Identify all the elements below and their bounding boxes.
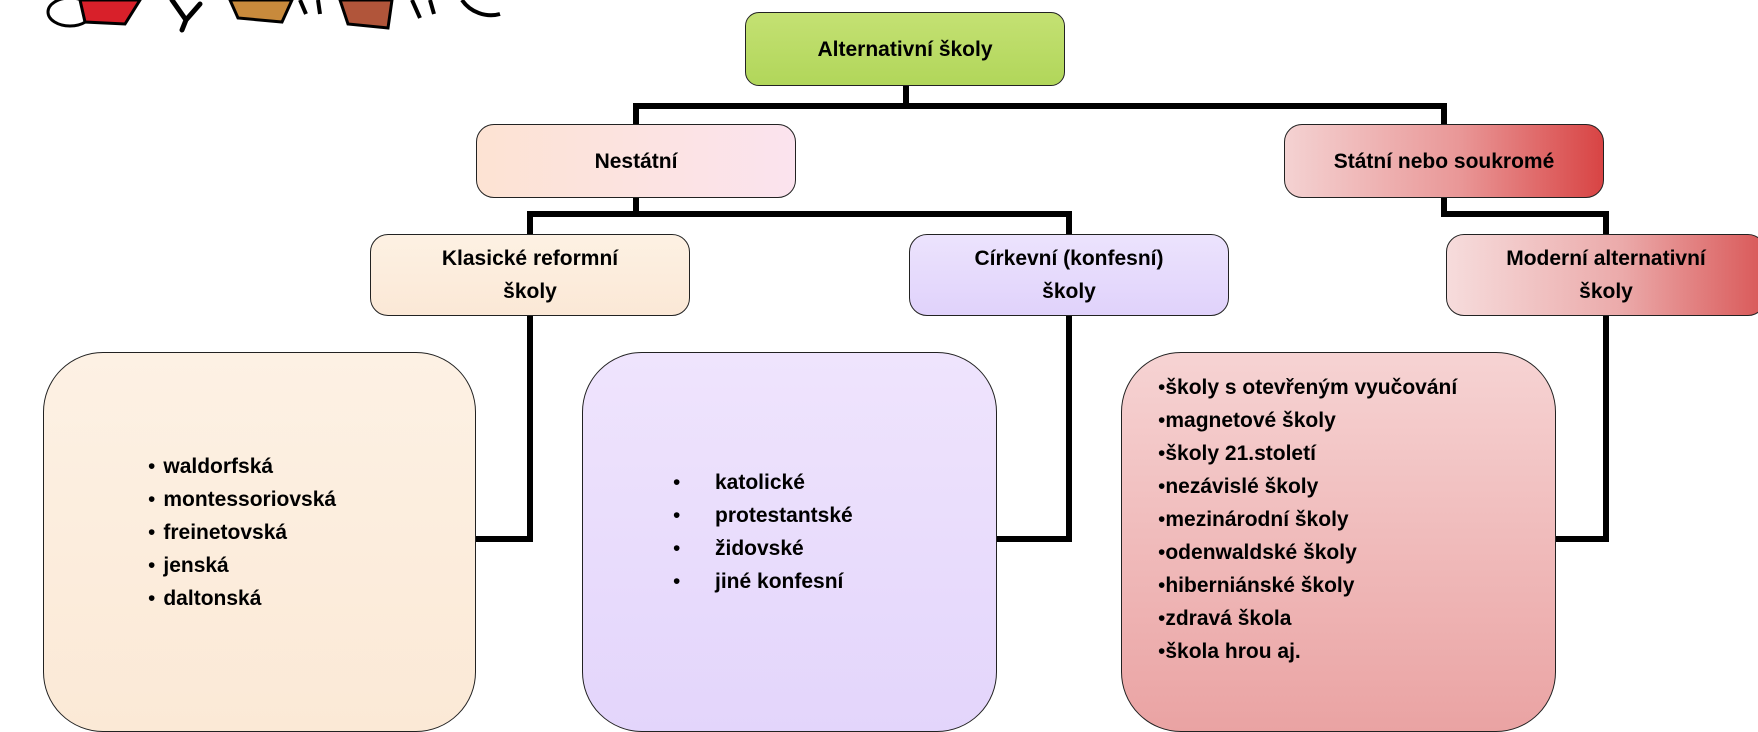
list-item: jiné konfesní — [673, 565, 853, 598]
moderni-list-box: školy s otevřeným vyučování magnetové šk… — [1121, 352, 1556, 732]
cirkevni-label-line2: školy — [1042, 280, 1096, 303]
klasicke-list-box: waldorfská montessoriovská freinetovská … — [43, 352, 476, 732]
klasicke-label-line2: školy — [503, 280, 557, 303]
nestatni-node: Nestátní — [476, 124, 796, 198]
connector-root-right — [906, 103, 1447, 124]
list-item: nezávislé školy — [1158, 470, 1457, 503]
list-item: waldorfská — [148, 450, 336, 483]
list-item: školy s otevřeným vyučování — [1158, 371, 1457, 404]
cirkevni-node: Církevní (konfesní) školy — [909, 234, 1229, 316]
list-item: magnetové školy — [1158, 404, 1457, 437]
list-item: montessoriovská — [148, 483, 336, 516]
list-item: zdravá škola — [1158, 602, 1457, 635]
connector-root-left — [633, 86, 909, 124]
connector-nestatni-klasicke — [527, 198, 639, 234]
moderni-list: školy s otevřeným vyučování magnetové šk… — [1158, 371, 1457, 668]
connector-nestatni-cirkevni — [636, 211, 1072, 234]
list-item: odenwaldské školy — [1158, 536, 1457, 569]
list-item: jenská — [148, 549, 336, 582]
cirkevni-list: katolické protestantské židovské jiné ko… — [673, 466, 853, 598]
list-item: školy 21.století — [1158, 437, 1457, 470]
list-item: protestantské — [673, 499, 853, 532]
list-item: katolické — [673, 466, 853, 499]
connector-moderni-list — [1556, 316, 1609, 542]
connector-statni-moderni — [1441, 198, 1609, 234]
nestatni-label: Nestátní — [594, 149, 678, 173]
klasicke-node: Klasické reformní školy — [370, 234, 690, 316]
list-item: mezinárodní školy — [1158, 503, 1457, 536]
klasicke-label-line1: Klasické reformní — [441, 247, 619, 270]
connector-cirkevni-list — [997, 316, 1072, 542]
list-item: hiberniánské školy — [1158, 569, 1457, 602]
list-item: škola hrou aj. — [1158, 635, 1457, 668]
connector-klasicke-list — [476, 316, 533, 542]
children-clipart — [46, 0, 501, 33]
list-item: freinetovská — [148, 516, 336, 549]
klasicke-list: waldorfská montessoriovská freinetovská … — [148, 450, 336, 615]
list-item: daltonská — [148, 582, 336, 615]
list-item: židovské — [673, 532, 853, 565]
statni-label: Státní nebo soukromé — [1333, 149, 1555, 173]
root-node: Alternativní školy — [745, 12, 1065, 86]
root-label: Alternativní školy — [817, 37, 993, 61]
moderni-label-line2: školy — [1579, 280, 1633, 303]
cirkevni-list-box: katolické protestantské židovské jiné ko… — [582, 352, 997, 732]
moderni-label-line1: Moderní alternativní — [1506, 247, 1706, 270]
moderni-node: Moderní alternativní školy — [1446, 234, 1758, 316]
cirkevni-label-line1: Církevní (konfesní) — [974, 247, 1164, 270]
connector-lines — [476, 86, 1609, 542]
statni-node: Státní nebo soukromé — [1284, 124, 1604, 198]
